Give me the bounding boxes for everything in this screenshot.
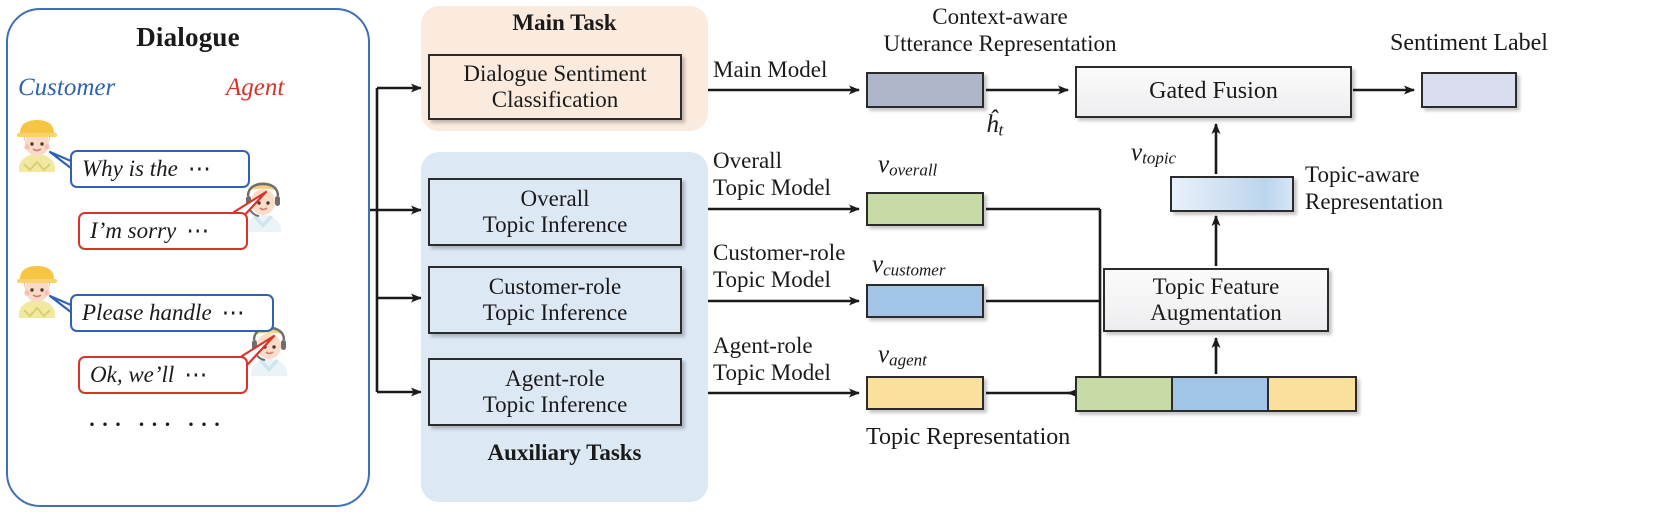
symbol-base: v <box>872 251 884 278</box>
edge-label-line-2: Topic Model <box>713 266 831 292</box>
v-topic-symbol: vtopic <box>1131 138 1176 168</box>
topic-aware-caption: Topic-aware Representation <box>1305 162 1480 215</box>
context-aware-utterance-vector <box>866 72 984 108</box>
symbol-sub: customer <box>883 260 946 280</box>
dialogue-continuation-ellipsis: ··· ··· ··· <box>87 408 225 441</box>
bubble-text: Ok, we’ll <box>90 362 175 387</box>
dialogue-bubble-2: I’m sorry ⋯ <box>78 212 248 250</box>
overall-topic-inference-box[interactable]: Overall Topic Inference <box>428 178 682 246</box>
edge-label-line-1: Overall <box>713 148 782 173</box>
box-line-1: Topic Feature <box>1152 274 1280 300</box>
edge-label-line-1: Agent-role <box>713 333 813 358</box>
box-line-1: Customer-role <box>488 274 622 300</box>
auxiliary-tasks-title: Auxiliary Tasks <box>487 440 642 465</box>
bubble-text: Why is the <box>82 156 178 181</box>
box-line-2: Topic Inference <box>482 300 628 325</box>
dialogue-bubble-1: Why is the ⋯ <box>70 150 250 188</box>
main-task-title: Main Task <box>512 10 617 35</box>
bubble-text: I’m sorry <box>90 218 177 243</box>
box-line-1: Agent-role <box>505 366 605 392</box>
box-line-1: Overall <box>520 186 590 212</box>
box-line-2: Classification <box>491 87 619 112</box>
bubble-ellipsis: ⋯ <box>184 362 209 387</box>
dialogue-bubble-4: Ok, we’ll ⋯ <box>78 356 248 394</box>
customer-avatar-1 <box>17 120 57 172</box>
topic-aware-representation-vector <box>1170 176 1294 212</box>
concatenated-topic-representation <box>1075 376 1357 412</box>
symbol-sub: agent <box>889 350 927 370</box>
customer-avatar-2 <box>17 266 57 318</box>
agent-role-topic-inference-box[interactable]: Agent-role Topic Inference <box>428 358 682 426</box>
agent-topic-vector <box>866 376 984 410</box>
box-line-2: Topic Inference <box>482 392 628 417</box>
dialogue-bubble-3: Please handle ⋯ <box>70 294 274 332</box>
main-model-edge-label: Main Model <box>713 57 828 82</box>
context-aware-caption: Context-aware Utterance Representation <box>860 4 1140 57</box>
agent-role-label: Agent <box>226 74 285 101</box>
context-aware-caption-line-1: Context-aware <box>932 4 1068 29</box>
context-aware-caption-line-2: Utterance Representation <box>883 30 1117 56</box>
customer-topic-model-edge-label: Customer-role Topic Model <box>713 240 845 293</box>
customer-role-label: Customer <box>18 74 116 101</box>
symbol-base: v <box>878 341 890 368</box>
agent-topic-model-edge-label: Agent-role Topic Model <box>713 333 831 386</box>
bubble-ellipsis: ⋯ <box>221 300 246 325</box>
dialogue-panel <box>6 8 370 507</box>
dialogue-title: Dialogue <box>136 22 240 52</box>
v-customer-symbol: vcustomer <box>872 250 945 280</box>
bubble-text: Please handle <box>82 300 212 325</box>
overall-topic-vector <box>866 192 984 226</box>
edge-label-line-2: Topic Model <box>713 359 831 385</box>
topic-aware-caption-line-1: Topic-aware <box>1305 162 1420 187</box>
edge-label-line-1: Customer-role <box>713 240 846 265</box>
bubble-ellipsis: ⋯ <box>186 218 211 243</box>
agent-avatar-1 <box>245 182 281 232</box>
gated-fusion-box[interactable]: Gated Fusion <box>1075 66 1352 118</box>
sentiment-label-caption: Sentiment Label <box>1390 30 1548 56</box>
symbol-base: ĥ <box>986 111 999 138</box>
overall-topic-model-edge-label: Overall Topic Model <box>713 148 831 201</box>
edge-label-line-2: Topic Model <box>713 174 831 200</box>
box-line-1: Gated Fusion <box>1149 78 1278 105</box>
concat-segment-agent <box>1269 378 1355 410</box>
topic-representation-caption: Topic Representation <box>866 424 1071 450</box>
dialogue-sentiment-classification-box[interactable]: Dialogue Sentiment Classification <box>428 54 682 120</box>
symbol-base: v <box>1131 139 1143 166</box>
box-line-2: Augmentation <box>1150 300 1282 325</box>
symbol-sub: overall <box>889 160 938 180</box>
symbol-sub: topic <box>1142 148 1177 168</box>
symbol-base: v <box>878 151 890 178</box>
h-t-symbol: ĥt <box>986 110 1003 140</box>
symbol-sub: t <box>998 120 1004 140</box>
box-line-2: Topic Inference <box>482 212 628 237</box>
customer-role-topic-inference-box[interactable]: Customer-role Topic Inference <box>428 266 682 334</box>
bubble-ellipsis: ⋯ <box>187 156 212 181</box>
concat-segment-customer <box>1173 378 1269 410</box>
sentiment-label-vector <box>1421 72 1517 108</box>
topic-feature-augmentation-box[interactable]: Topic Feature Augmentation <box>1103 268 1329 332</box>
customer-topic-vector <box>866 284 984 318</box>
topic-aware-caption-line-2: Representation <box>1305 188 1443 214</box>
box-line-1: Dialogue Sentiment <box>463 61 647 87</box>
v-overall-symbol: voverall <box>878 150 937 180</box>
v-agent-symbol: vagent <box>878 340 927 370</box>
concat-segment-overall <box>1077 378 1173 410</box>
